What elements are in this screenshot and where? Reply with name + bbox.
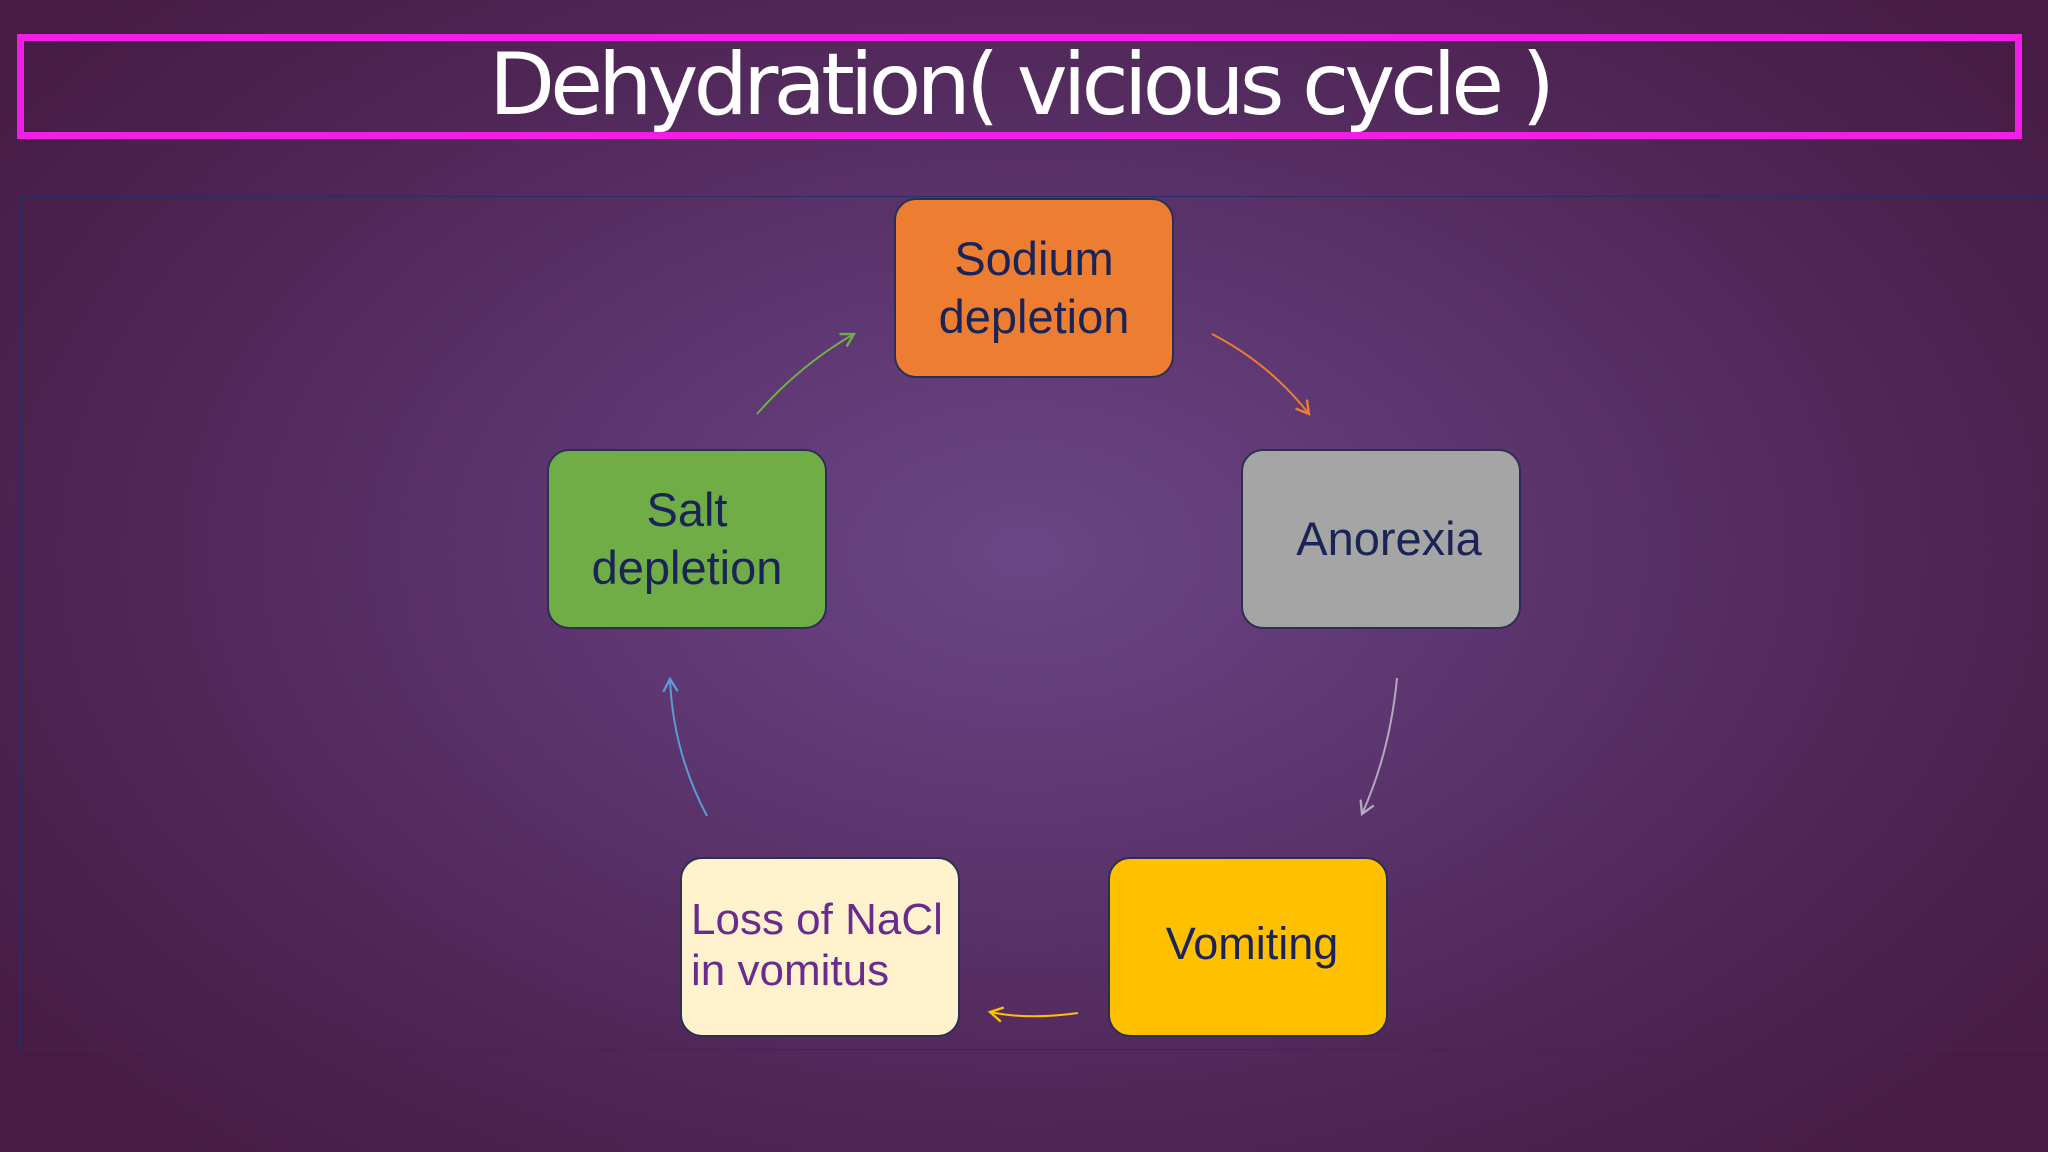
arrow-sodium-to-anorexia xyxy=(1211,333,1311,416)
diagram-area xyxy=(20,196,2048,1050)
cycle-box-label: Vomiting xyxy=(1165,918,1339,969)
cycle-box-salt-depletion: Salt depletion xyxy=(547,449,827,629)
cycle-box-label: Loss of NaCl in vomitus xyxy=(691,895,943,995)
slide-title: Dehydration( vicious cycle ) xyxy=(488,34,1555,135)
cycle-box-anorexia: Anorexia xyxy=(1241,449,1521,629)
arrow-anorexia-to-vomiting xyxy=(1359,677,1398,817)
cycle-box-label: Anorexia xyxy=(1296,512,1482,565)
cycle-box-vomiting: Vomiting xyxy=(1108,857,1388,1037)
title-bar: Dehydration( vicious cycle ) xyxy=(17,34,2022,139)
cycle-box-label: Salt depletion xyxy=(591,483,783,594)
cycle-box-sodium-depletion: Sodium depletion xyxy=(894,198,1174,378)
arrow-loss-to-salt xyxy=(662,676,708,817)
arrow-salt-to-sodium xyxy=(756,332,857,415)
cycle-box-label: Sodium depletion xyxy=(938,232,1130,343)
arrow-vomiting-to-loss xyxy=(987,1006,1079,1023)
cycle-box-loss-of-nacl: Loss of NaCl in vomitus xyxy=(680,857,960,1037)
